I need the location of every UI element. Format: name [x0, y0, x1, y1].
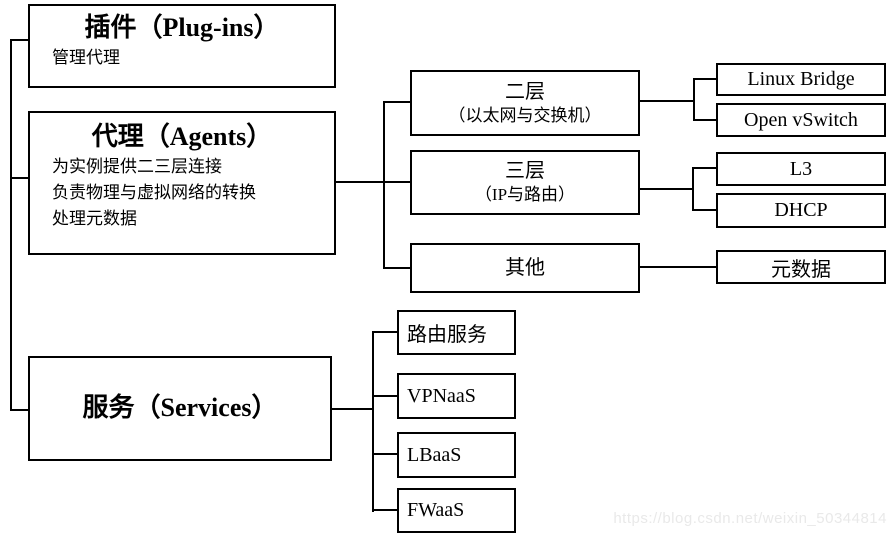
node-layer2: 二层 （以太网与交换机）	[410, 70, 640, 136]
connector-services-bracket	[372, 331, 374, 512]
node-agents-line-1: 为实例提供二三层连接	[52, 156, 222, 176]
connector-agents-bracket	[383, 101, 385, 269]
node-layer3-subtitle: （IP与路由）	[474, 185, 576, 205]
node-agents-line-3: 处理元数据	[52, 209, 137, 229]
node-l3: L3	[716, 152, 886, 186]
connector-layer2-out	[640, 100, 695, 102]
node-other: 其他	[410, 243, 640, 293]
connector-layer3-out	[640, 188, 694, 190]
connector-to-l3	[692, 167, 718, 169]
node-plugins-title: 插件（Plug-ins）	[84, 13, 280, 42]
connector-bracket-to-layer2	[383, 101, 412, 103]
connector-trunk-to-plugins	[10, 39, 30, 41]
connector-layer3-bracket	[692, 167, 694, 211]
node-layer3-title: 三层	[505, 160, 545, 183]
node-services-title: 服务（Services）	[82, 393, 278, 423]
node-layer2-subtitle: （以太网与交换机）	[448, 105, 602, 125]
node-routing-service: 路由服务	[397, 310, 516, 355]
node-dhcp: DHCP	[716, 193, 886, 228]
connector-to-vpnaas	[372, 395, 399, 397]
connector-to-dhcp	[692, 209, 718, 211]
node-fwaas: FWaaS	[397, 488, 516, 533]
node-plugins: 插件（Plug-ins） 管理代理	[28, 4, 336, 88]
connector-to-lbaas	[372, 453, 399, 455]
connector-to-linux-bridge	[693, 78, 718, 80]
node-open-vswitch: Open vSwitch	[716, 103, 886, 137]
node-services: 服务（Services）	[28, 356, 332, 461]
connector-to-routing	[372, 331, 399, 333]
node-other-title: 其他	[505, 257, 545, 279]
node-layer2-title: 二层	[505, 80, 545, 103]
node-metadata: 元数据	[716, 250, 886, 284]
node-agents-line-2: 负责物理与虚拟网络的转换	[52, 182, 256, 202]
node-agents: 代理（Agents） 为实例提供二三层连接 负责物理与虚拟网络的转换 处理元数据	[28, 111, 336, 255]
connector-bracket-to-other	[383, 267, 412, 269]
csdn-watermark: https://blog.csdn.net/weixin_50344814	[613, 510, 887, 527]
connector-services-out	[332, 408, 374, 410]
connector-to-fwaas	[372, 509, 399, 511]
connector-layer2-bracket	[693, 78, 695, 121]
connector-trunk-vertical	[10, 39, 12, 411]
node-vpnaas: VPNaaS	[397, 373, 516, 419]
connector-trunk-to-services	[10, 409, 30, 411]
node-agents-title: 代理（Agents）	[91, 122, 273, 151]
connector-trunk-to-agents	[10, 177, 30, 179]
node-lbaas: LBaaS	[397, 432, 516, 478]
node-plugins-subtitle: 管理代理	[52, 47, 120, 67]
node-linux-bridge: Linux Bridge	[716, 63, 886, 96]
connector-agents-to-layer3	[336, 181, 412, 183]
node-layer3: 三层 （IP与路由）	[410, 150, 640, 215]
connector-other-to-metadata	[640, 266, 718, 268]
connector-to-open-vswitch	[693, 119, 718, 121]
